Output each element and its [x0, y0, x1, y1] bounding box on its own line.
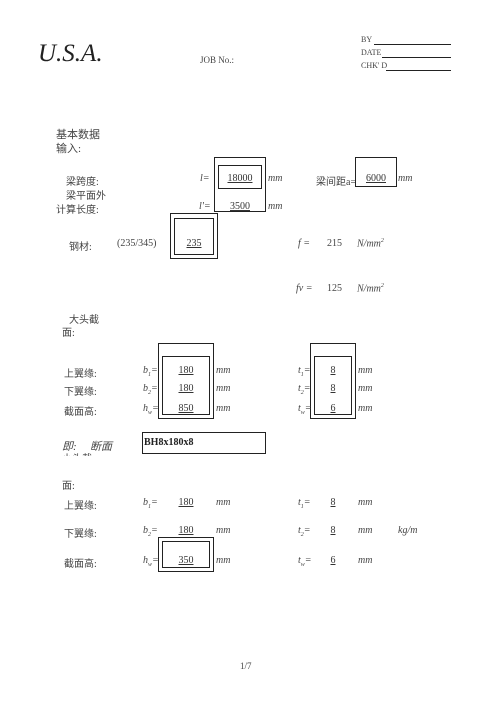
small-bottom-flange-label: 下翼缘:: [64, 529, 97, 540]
fv-unit-sup: 2: [380, 283, 384, 289]
small-top-flange-b-sym: b1=: [143, 497, 158, 510]
steel-input-box[interactable]: [170, 213, 218, 259]
big-height-h-value[interactable]: 850: [178, 403, 194, 414]
spacing-label: 梁间距a=: [316, 177, 357, 188]
f-value: 215: [327, 238, 342, 249]
section-big-line1: 大头截: [69, 315, 99, 326]
calc-length-label-line1: 梁平面外: [66, 191, 106, 202]
steel-value[interactable]: 235: [186, 238, 202, 249]
big-b-input-box[interactable]: [158, 343, 214, 419]
by-label: BY: [361, 35, 373, 44]
fv-value: 125: [327, 283, 342, 294]
big-height-t-value[interactable]: 6: [330, 403, 336, 414]
page-number: 1/7: [240, 661, 252, 671]
small-top-flange-t-unit: mm: [358, 497, 373, 508]
big-height-t-unit: mm: [358, 403, 373, 414]
job-no-label: JOB No.:: [200, 55, 235, 65]
fv-unit: N/mm2: [357, 283, 384, 294]
section-big-line2: 面:: [62, 328, 75, 339]
big-top-flange-t-sym: t1=: [298, 365, 311, 378]
f-unit: N/mm2: [357, 238, 384, 249]
small-bottom-flange-t-sym: t2=: [298, 525, 311, 538]
big-height-label: 截面高:: [64, 407, 97, 418]
section-name-value: BH8x180x8: [144, 437, 194, 448]
chkd-label: CHK' D: [361, 61, 388, 70]
small-top-flange-b-unit: mm: [216, 497, 231, 508]
small-height-t-unit: mm: [358, 555, 373, 566]
small-h-input-box[interactable]: [158, 537, 214, 572]
big-bottom-flange-t-sym: t2=: [298, 383, 311, 396]
big-bottom-flange-t-value[interactable]: 8: [330, 383, 336, 394]
big-b-input-inner: [162, 356, 210, 415]
date-label: DATE: [361, 48, 382, 57]
date-underline: [382, 57, 451, 58]
section-name-prefix: 即:: [62, 441, 77, 453]
section-small-line1: 小头截: [62, 450, 92, 456]
small-height-label: 截面高:: [64, 559, 97, 570]
steel-grade-hint: (235/345): [117, 238, 157, 249]
big-bottom-flange-t-unit: mm: [358, 383, 373, 394]
section-name-box: [142, 432, 266, 454]
by-underline: [374, 44, 451, 45]
fv-unit-text: N/mm: [357, 283, 381, 295]
small-height-h-sym: hw=: [143, 555, 159, 568]
small-top-flange-t-sym: t1=: [298, 497, 311, 510]
big-top-flange-t-unit: mm: [358, 365, 373, 376]
span-input-box[interactable]: [214, 157, 266, 212]
big-bottom-flange-b-unit: mm: [216, 383, 231, 394]
big-top-flange-b-unit: mm: [216, 365, 231, 376]
big-bottom-flange-label: 下翼缘:: [64, 387, 97, 398]
calc-length-symbol: l'=: [199, 201, 211, 212]
small-top-flange-b-value[interactable]: 180: [178, 497, 194, 508]
big-top-flange-b-value[interactable]: 180: [178, 365, 194, 376]
spacing-unit: mm: [398, 173, 413, 184]
span-value[interactable]: 18000: [227, 173, 253, 184]
big-bottom-flange-b-value[interactable]: 180: [178, 383, 194, 394]
section-small-line2: 面:: [62, 481, 75, 492]
small-height-t-value[interactable]: 6: [330, 555, 336, 566]
big-t-input-box[interactable]: [310, 343, 356, 419]
calc-length-label-line2: 计算长度:: [56, 205, 99, 216]
company-title: U.S.A.: [38, 40, 103, 67]
small-h-input-inner: [162, 541, 210, 568]
small-top-flange-t-value[interactable]: 8: [330, 497, 336, 508]
big-bottom-flange-b-sym: b2=: [143, 383, 158, 396]
section-basic-line1: 基本数据: [56, 129, 100, 141]
big-height-h-unit: mm: [216, 403, 231, 414]
big-height-t-sym: tw=: [298, 403, 312, 416]
chkd-underline: [386, 70, 451, 71]
spacing-input-box[interactable]: [355, 157, 397, 187]
small-height-h-unit: mm: [216, 555, 231, 566]
big-t-input-inner: [314, 356, 352, 415]
f-unit-sup: 2: [380, 238, 384, 244]
small-height-t-sym: tw=: [298, 555, 312, 568]
small-bottom-flange-b-sym: b2=: [143, 525, 158, 538]
small-bottom-flange-t-value[interactable]: 8: [330, 525, 336, 536]
calc-length-value[interactable]: 3500: [230, 201, 250, 212]
big-height-h-sym: hw=: [143, 403, 159, 416]
fv-symbol: fv =: [296, 283, 313, 294]
small-bottom-flange-b-value[interactable]: 180: [178, 525, 194, 536]
steel-label: 钢材:: [69, 242, 92, 253]
span-input-inner: [218, 165, 262, 189]
steel-input-inner: [174, 218, 214, 255]
small-bottom-flange-extra: kg/m: [398, 525, 418, 536]
section-basic-line2: 输入:: [56, 143, 82, 155]
small-bottom-flange-t-unit: mm: [358, 525, 373, 536]
spacing-value[interactable]: 6000: [366, 173, 386, 184]
section-name-label: 断面: [90, 441, 112, 453]
span-unit: mm: [268, 173, 283, 184]
span-symbol: l=: [200, 173, 210, 184]
big-top-flange-label: 上翼缘:: [64, 369, 97, 380]
small-height-h-value[interactable]: 350: [178, 555, 194, 566]
f-unit-text: N/mm: [357, 238, 381, 250]
small-top-flange-label: 上翼缘:: [64, 501, 97, 512]
big-top-flange-b-sym: b1=: [143, 365, 158, 378]
big-top-flange-t-value[interactable]: 8: [330, 365, 336, 376]
calc-length-unit: mm: [268, 201, 283, 212]
f-symbol: f =: [298, 238, 311, 249]
span-label: 梁跨度:: [66, 177, 99, 188]
small-bottom-flange-b-unit: mm: [216, 525, 231, 536]
